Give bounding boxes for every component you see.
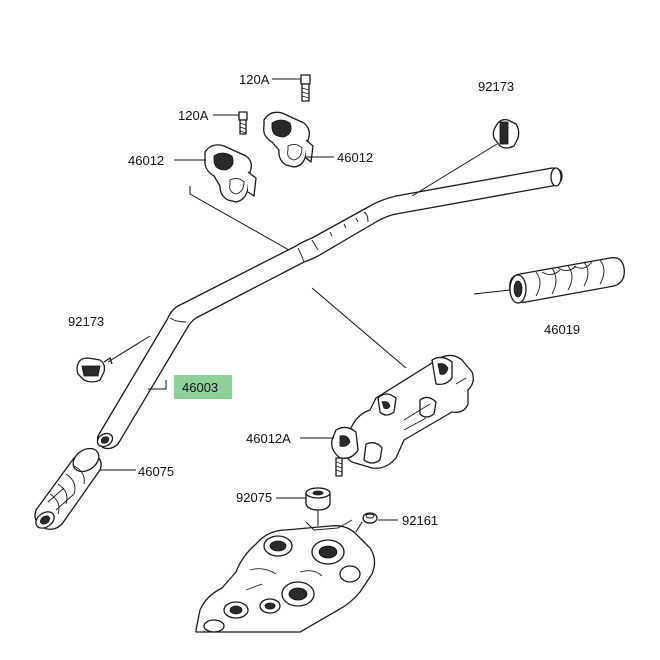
handlebar-leader [148,380,167,390]
grip-left-icon [34,447,102,530]
part-label-clamp-right: 46012 [337,150,373,165]
stem-bracket-icon [195,510,376,633]
bolt-lower-icon [238,111,248,135]
part-label-clamp-left: 46012 [128,153,164,168]
part-label-damper: 92075 [236,490,272,505]
clamp-bracket-line [189,186,297,255]
handlebar-icon [96,167,563,450]
holder-icon [331,354,474,477]
part-label-grip-right: 46019 [544,322,580,337]
handlebar-label-highlight [174,375,232,399]
holder-bracket-line [311,287,407,369]
clamp-left-group [204,111,257,203]
plug-icon [362,512,378,524]
part-label-grip-left: 46075 [138,464,174,479]
clamp-right-icon [263,111,314,168]
clamp-cap-right-icon [492,118,520,149]
bolt-upper-icon [300,74,311,102]
clamp-cap-left-icon [76,357,113,383]
grip-right-icon [509,257,625,304]
part-label-cap-left: 92173 [68,314,104,329]
part-label-cap-right: 92173 [478,79,514,94]
part-label-holder: 46012A [246,431,291,446]
part-label-bolt-upper: 120A [239,72,270,87]
cap-right-leader [411,143,498,197]
grip-right-leader [473,289,511,295]
damper-icon [305,487,331,511]
clamp-left-icon [204,144,257,203]
part-label-handlebar[interactable]: 46003 [182,380,218,395]
clamp-right-group [263,74,314,168]
part-label-bolt-lower: 120A [178,108,209,123]
part-label-plug: 92161 [402,513,438,528]
cap-left-leader [107,335,151,363]
